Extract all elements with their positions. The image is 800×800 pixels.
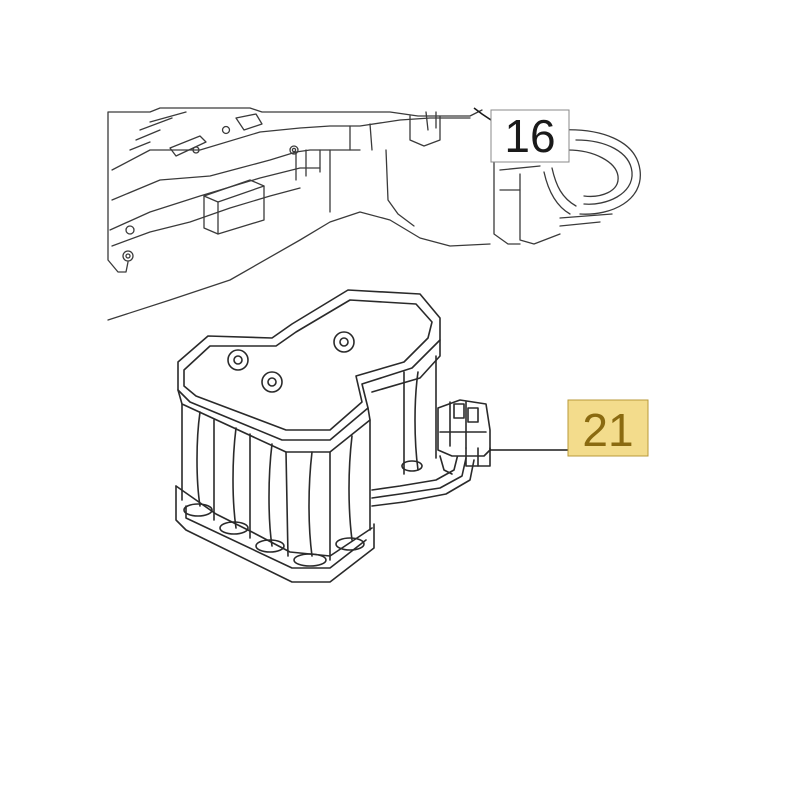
callout-16-label: 16 [504,110,555,162]
callout-21-label: 21 [582,404,633,456]
callout-21: 21 [567,399,649,457]
battery-pack-drawing [175,289,491,583]
housing-drawing [107,107,641,321]
callout-16: 16 [490,109,570,163]
leader-line-16 [473,107,495,123]
